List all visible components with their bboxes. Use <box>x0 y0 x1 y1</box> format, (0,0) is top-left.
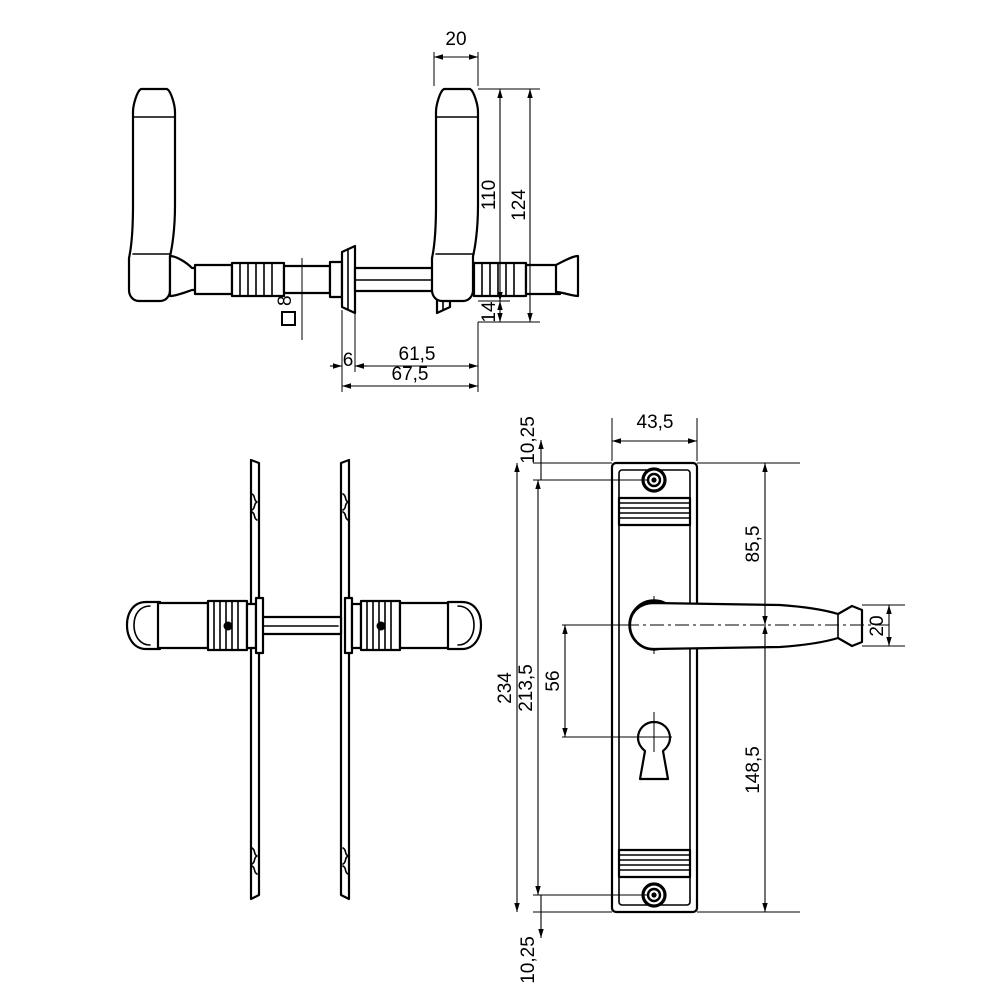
right-lever-assembly <box>430 87 580 303</box>
dim-label-124: 124 <box>509 189 530 221</box>
dim-lever-height-110: 110 <box>478 88 510 302</box>
dim-top-offset-10-25: 10,25 <box>518 416 648 481</box>
dim-fixing-centres-213-5: 213,5 <box>516 480 541 895</box>
edge-left-lever <box>125 596 265 655</box>
left-rose-flange <box>340 244 357 315</box>
left-lever-assembly <box>127 87 344 303</box>
dim-spindle-to-keyhole-56: 56 <box>543 624 638 738</box>
dim-label-10-25-bottom: 10,25 <box>518 936 539 984</box>
dim-neck-height-14: 14 <box>479 301 503 323</box>
top-ribbing <box>617 496 692 527</box>
dim-label-234: 234 <box>495 672 516 704</box>
front-lever-arm <box>600 601 890 651</box>
dim-label-213-5: 213,5 <box>516 664 537 712</box>
dim-label-61-5: 61,5 <box>399 344 436 365</box>
spindle-square-note: 8 <box>275 258 303 340</box>
dim-spindle-projection-61-5: 61,5 <box>354 313 479 372</box>
dim-total-depth-67-5: 67,5 <box>341 313 479 392</box>
dim-label-56: 56 <box>543 670 564 691</box>
backplate-body <box>610 461 699 914</box>
dim-label-43-5: 43,5 <box>637 412 674 433</box>
dim-label-110: 110 <box>479 180 500 210</box>
dim-lever-width-20: 20 <box>433 29 479 86</box>
dim-label-20-top: 20 <box>445 29 466 50</box>
view-top-side-elevation: 8 20 110 124 14 <box>127 29 580 392</box>
edge-right-lever <box>343 596 483 655</box>
view-edge-backplates <box>125 458 483 901</box>
dim-plate-length-234: 234 <box>495 463 520 912</box>
dim-label-square-8: 8 <box>275 295 296 306</box>
dim-lever-thickness-20: 20 <box>862 604 905 647</box>
dim-label-148-5: 148,5 <box>743 746 764 794</box>
dim-spindle-to-bottom-148-5: 148,5 <box>697 625 800 913</box>
dim-label-85-5: 85,5 <box>743 526 764 563</box>
bottom-ribbing <box>617 848 692 879</box>
dim-label-6: 6 <box>343 350 354 371</box>
dim-label-14: 14 <box>479 301 500 323</box>
dim-label-67-5: 67,5 <box>392 364 429 385</box>
dim-bottom-offset-10-25: 10,25 <box>518 894 648 984</box>
dim-lever-height-124: 124 <box>478 88 540 323</box>
right-backplate-edge <box>339 458 351 901</box>
dim-top-to-spindle-85-5: 85,5 <box>697 462 800 625</box>
dim-label-20-right: 20 <box>867 615 888 636</box>
view-front-backplate: 43,5 10,25 10,25 234 213,5 <box>495 412 905 984</box>
edge-spindle <box>257 615 343 636</box>
dim-label-10-25-top: 10,25 <box>518 416 539 464</box>
top-screw-hole-icon <box>641 467 667 493</box>
left-backplate-edge <box>249 458 261 901</box>
spindle-bar <box>353 266 439 293</box>
dim-plate-width-43-5: 43,5 <box>611 412 698 461</box>
keyhole-icon <box>636 712 672 781</box>
dim-rose-thickness-6: 6 <box>330 310 367 372</box>
